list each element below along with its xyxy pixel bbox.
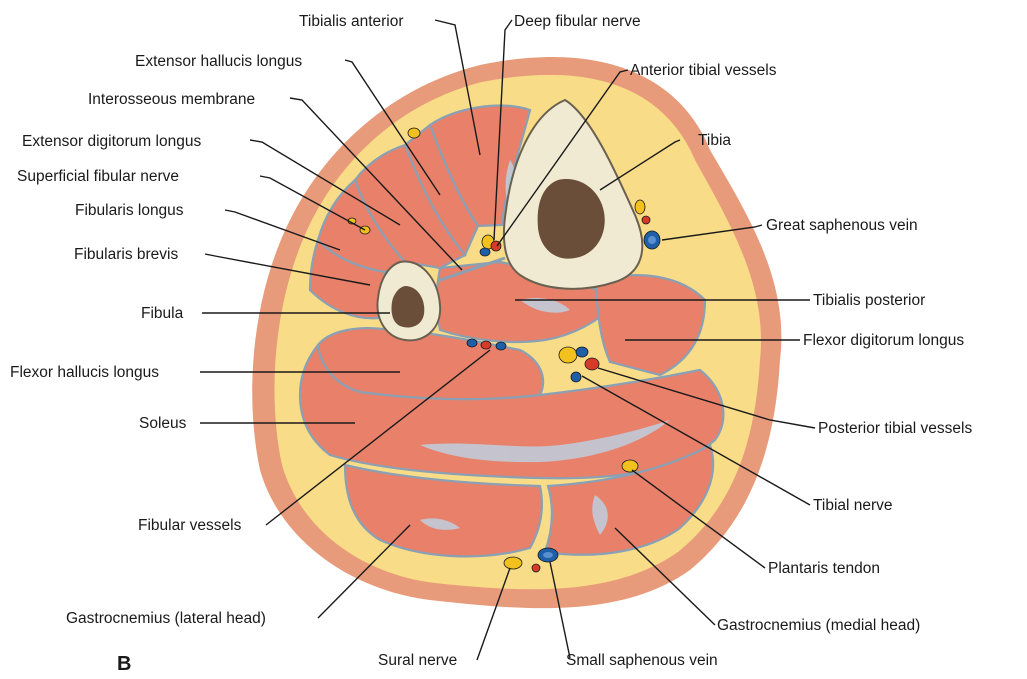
label-tibia: Tibia <box>698 132 731 149</box>
label-posterior-tibial-vessels: Posterior tibial vessels <box>818 420 972 437</box>
label-sural-nerve: Sural nerve <box>378 652 457 669</box>
label-flexor-digitorum-longus: Flexor digitorum longus <box>803 332 964 349</box>
label-interosseous-membrane: Interosseous membrane <box>88 91 255 108</box>
label-fibular-vessels: Fibular vessels <box>138 517 242 534</box>
label-tibialis-posterior: Tibialis posterior <box>813 292 925 309</box>
label-tibial-nerve: Tibial nerve <box>813 497 893 514</box>
plantaris-tendon-shape <box>622 460 638 472</box>
label-tibialis-anterior: Tibialis anterior <box>299 13 404 30</box>
label-small-saphenous-vein: Small saphenous vein <box>566 652 718 669</box>
label-soleus: Soleus <box>139 415 187 432</box>
label-fibularis-brevis: Fibularis brevis <box>74 246 178 263</box>
label-deep-fibular-nerve: Deep fibular nerve <box>514 13 641 30</box>
label-gastrocnemius-medial: Gastrocnemius (medial head) <box>717 617 920 634</box>
label-extensor-digitorum-longus: Extensor digitorum longus <box>22 133 201 150</box>
label-flexor-hallucis-longus: Flexor hallucis longus <box>10 364 159 381</box>
sural-nerve-shape <box>504 557 522 569</box>
label-fibula: Fibula <box>141 305 184 322</box>
label-fibularis-longus: Fibularis longus <box>75 202 184 219</box>
label-plantaris-tendon: Plantaris tendon <box>768 560 880 577</box>
label-great-saphenous-vein: Great saphenous vein <box>766 217 918 234</box>
label-anterior-tibial-vessels: Anterior tibial vessels <box>630 62 777 79</box>
label-superficial-fibular-nerve: Superficial fibular nerve <box>17 168 179 185</box>
label-extensor-hallucis-longus: Extensor hallucis longus <box>135 53 302 70</box>
panel-letter: B <box>117 653 131 675</box>
label-gastrocnemius-lateral: Gastrocnemius (lateral head) <box>66 610 266 627</box>
anterior-subcutaneous-nerve <box>408 128 420 138</box>
